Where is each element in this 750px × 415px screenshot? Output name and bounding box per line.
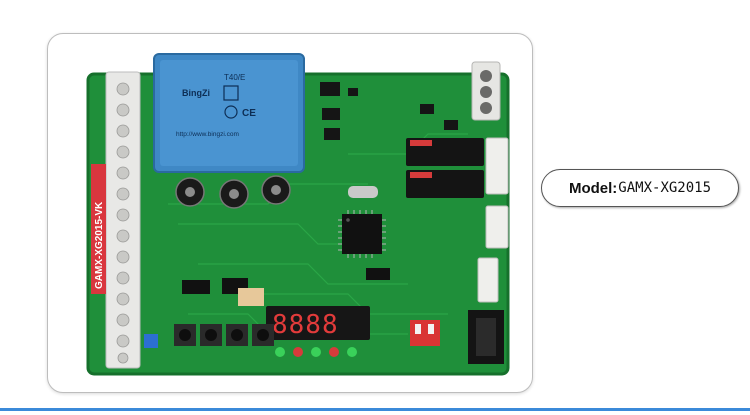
buzzer-component [238, 288, 264, 306]
seven-segment-display: 8888 [266, 306, 370, 340]
smd-transistors [320, 82, 458, 140]
right-connectors [477, 137, 509, 303]
bottom-accent-rule [0, 408, 750, 411]
control-board-photo: GAMX-XG2015-VK BingZi T40/E CE http://ww… [86, 53, 510, 376]
microcontroller-chip [338, 210, 386, 258]
safety-mark-icon [223, 85, 239, 101]
product-photo-frame: GAMX-XG2015-VK BingZi T40/E CE http://ww… [47, 33, 533, 393]
board-side-label: GAMX-XG2015-VK [91, 164, 106, 294]
potentiometer [144, 334, 158, 348]
dip-switch [410, 320, 440, 346]
status-leds [275, 347, 357, 357]
ce-mark-icon: CE [242, 108, 256, 119]
top-right-terminal [471, 61, 501, 121]
push-buttons [174, 324, 274, 346]
svg-text:GAMX-XG2015-VK: GAMX-XG2015-VK [94, 201, 105, 289]
svg-text:8888: 8888 [272, 310, 339, 340]
transformer: BingZi T40/E CE http://www.bingzi.com [153, 53, 305, 173]
model-callout: Model: GAMX-XG2015 [541, 169, 739, 207]
transformer-url: http://www.bingzi.com [176, 131, 239, 138]
left-terminal-block [105, 71, 141, 369]
relays [406, 138, 484, 198]
model-value: GAMX-XG2015 [618, 180, 712, 196]
pin-header-connector [468, 310, 504, 364]
capacitors [175, 175, 291, 209]
transformer-rating: T40/E [224, 73, 245, 82]
model-label: Model: [568, 179, 618, 197]
certification-mark-icon [224, 105, 238, 119]
crystal-oscillator [348, 186, 378, 198]
transformer-brand: BingZi [182, 88, 210, 98]
